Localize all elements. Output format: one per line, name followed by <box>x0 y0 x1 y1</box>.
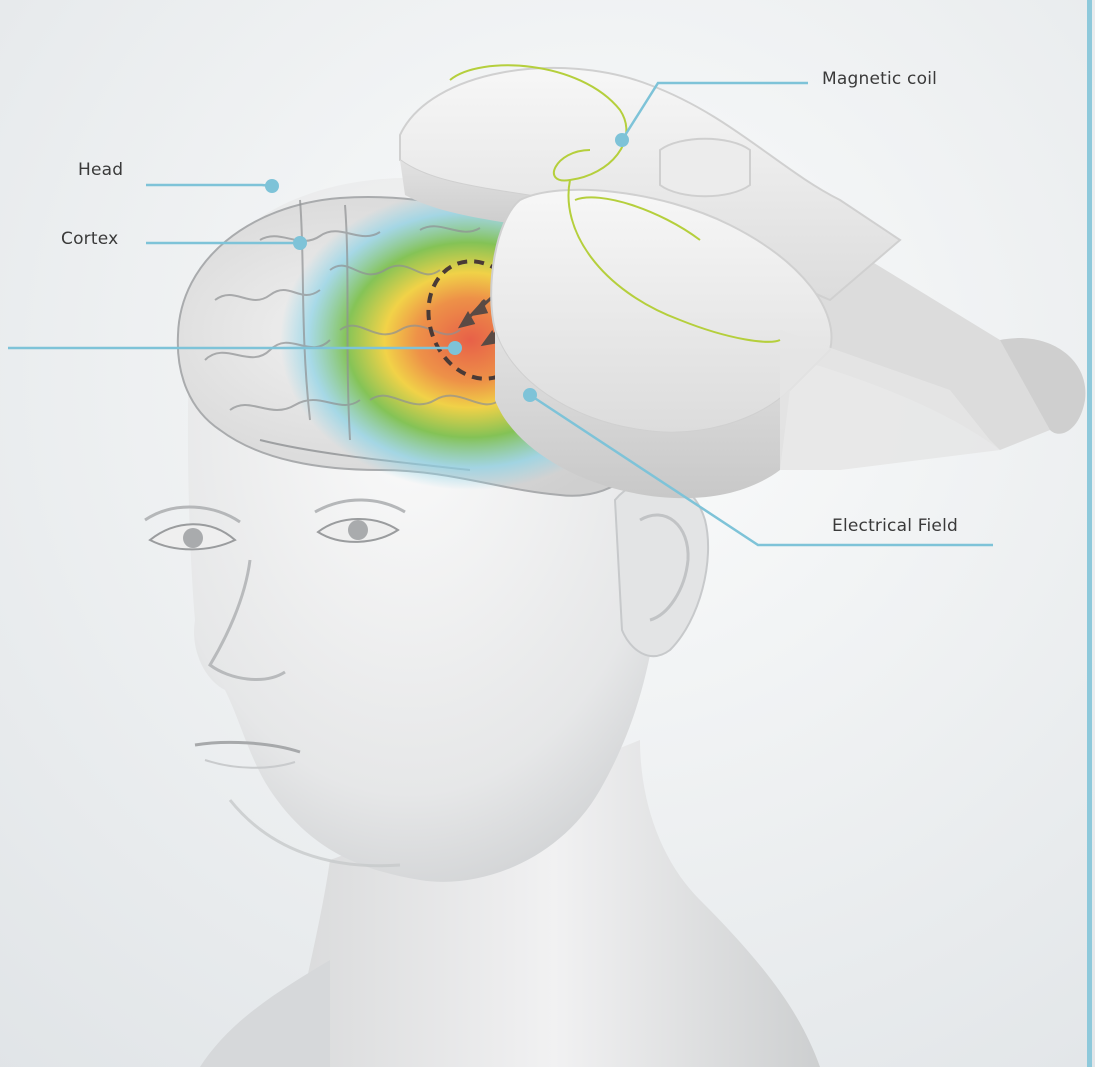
magnetic-coil-label: Magnetic coil <box>822 69 937 89</box>
head-callout-line <box>146 185 272 186</box>
right-border <box>1087 0 1092 1067</box>
electrical-field-label: Electrical Field <box>832 516 958 536</box>
head-label: Head <box>78 160 123 180</box>
cortex-label: Cortex <box>61 229 118 249</box>
coil-hub <box>660 139 750 197</box>
